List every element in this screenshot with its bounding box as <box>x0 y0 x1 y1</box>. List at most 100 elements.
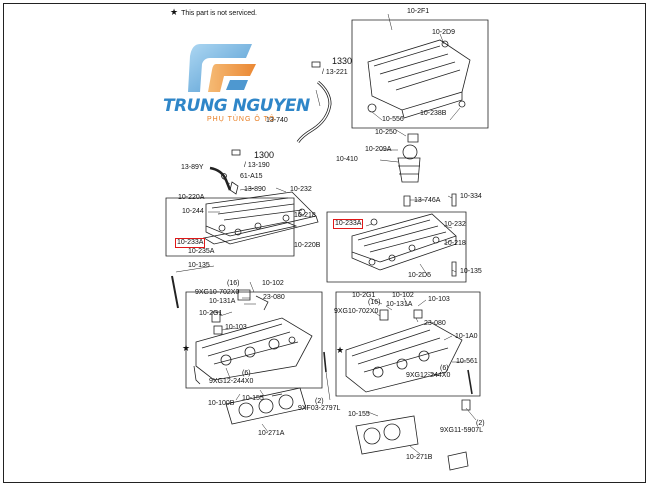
label-10-271a: 10-271A <box>258 430 285 437</box>
label-10-103-left: 10-103 <box>225 324 247 331</box>
logo-subtitle: PHỤ TÙNG Ô TÔ <box>207 116 276 123</box>
label-10-155-right: 10-155 <box>348 411 370 418</box>
label-star-right: ★ <box>336 345 345 355</box>
label-2-left: (2) <box>315 398 324 405</box>
pcv-valve-13-746a <box>403 195 411 207</box>
trung-nguyen-logo-icon <box>188 44 256 92</box>
part-10-103-left <box>213 325 223 335</box>
label-10-103-right: 10-103 <box>428 296 450 303</box>
label-10-410: 10-410 <box>336 156 358 163</box>
not-serviced-note: ★This part is not serviced. <box>170 7 257 18</box>
label-6-left: (6) <box>242 370 251 377</box>
seal-10-233a-right <box>370 218 378 226</box>
logo-name: TRUNG NGUYEN <box>163 96 310 116</box>
label-1330: 1330 <box>332 56 353 66</box>
label-10-2d9: 10-2D9 <box>432 29 455 36</box>
label-10-233a-left: 10-233A <box>175 238 206 248</box>
head-gasket-right <box>355 415 419 455</box>
right-cover-frame <box>326 211 467 283</box>
star-icon: ★ <box>170 7 179 17</box>
label-9xg11: 9XG11-5907L <box>440 427 484 434</box>
oil-filler-cap <box>402 144 418 160</box>
label-10-235a: 10-235A <box>188 248 215 255</box>
label-star-left: ★ <box>182 343 191 353</box>
diagram-border <box>3 3 646 483</box>
label-10-220a: 10-220A <box>178 194 205 201</box>
label-10-218-right: 10-218 <box>444 240 466 247</box>
label-10-220b: 10-220B <box>294 242 321 249</box>
left-cylinder-head <box>195 317 313 381</box>
label-2-right: (2) <box>476 420 485 427</box>
label-23-080-left: 23-080 <box>263 294 285 301</box>
label-10-561: 10-561 <box>456 358 478 365</box>
stud-10-334 <box>451 193 457 207</box>
left-cover-gasket <box>202 221 298 245</box>
right-cylinder-head <box>345 321 463 393</box>
label-10-232-right: 10-232 <box>444 221 466 228</box>
label-9xf03: 9XF03-2797L <box>298 405 341 412</box>
label-10-218-left: 10-218 <box>294 212 316 219</box>
stud-10-135-right <box>451 261 457 277</box>
label-16-left: (16) <box>227 280 240 287</box>
label-10-102-right: 10-102 <box>392 292 414 299</box>
label-9xg10-right: 9XG10-702X0 <box>334 308 379 315</box>
label-9xg12-right: 9XG12-244X0 <box>406 372 451 379</box>
label-10-131a-right: 10-131A <box>386 301 413 308</box>
label-10-238b: 10-238B <box>420 110 447 117</box>
left-valve-cover <box>205 191 317 237</box>
label-13-890: 13-890 <box>244 186 266 193</box>
label-10-102-left: 10-102 <box>262 280 284 287</box>
head-gasket-left <box>225 387 307 425</box>
bolt-10-2d9 <box>441 40 449 48</box>
label-61-a15: 61-A15 <box>240 173 263 180</box>
label-10-100b: 10-100B <box>208 400 235 407</box>
label-10-556: 10-556 <box>382 116 404 123</box>
grommet-10-238b <box>458 100 466 108</box>
right-head-frame <box>335 291 481 397</box>
label-10-233a-right: 10-233A <box>333 219 364 229</box>
label-10-2g1-right: 10-2G1 <box>352 292 376 299</box>
label-13-746a: 13-746A <box>414 197 441 204</box>
lifter-10-2g1-right <box>379 309 389 321</box>
breather-hose-13-89y <box>209 166 232 191</box>
tag-10-271b-icon <box>447 451 469 471</box>
lifter-10-2g1-left <box>211 311 221 323</box>
engine-cover-part <box>367 39 471 111</box>
label-10-250: 10-250 <box>375 129 397 136</box>
note-text: This part is not serviced. <box>181 10 257 17</box>
label-10-271b: 10-271B <box>406 454 433 461</box>
label-10-131a-left: 10-131A <box>209 298 236 305</box>
label-10-334: 10-334 <box>460 193 482 200</box>
label-10-2g1-left: 10-2G1 <box>199 310 223 317</box>
tag-1300-icon <box>231 149 241 156</box>
label-16-right: (16) <box>368 299 381 306</box>
label-10-135-right: 10-135 <box>460 268 482 275</box>
part-10-103-right <box>413 309 423 319</box>
label-6-right: (6) <box>440 365 449 372</box>
pcv-valve-61-a15 <box>229 181 239 195</box>
label-10-2f1: 10-2F1 <box>407 8 430 15</box>
label-9xg12-left: 9XG12-244X0 <box>209 378 254 385</box>
label-13-190: / 13-190 <box>244 162 270 169</box>
label-10-232-left: 10-232 <box>290 186 312 193</box>
engine-cover-frame <box>351 19 489 129</box>
label-10-1a0: 10-1A0 <box>455 333 478 340</box>
label-10-244: 10-244 <box>182 208 204 215</box>
dowel-10-561 <box>461 399 471 411</box>
label-1300: 1300 <box>254 150 275 160</box>
label-10-155-left: 10-155 <box>242 395 264 402</box>
grommet-10-556 <box>367 103 377 113</box>
label-13-89y: 13-89Y <box>181 164 204 171</box>
pcv-hose <box>296 80 332 143</box>
label-23-080-right: 23-080 <box>424 320 446 327</box>
right-valve-cover <box>351 213 457 263</box>
stud-10-135-left <box>171 275 179 309</box>
left-head-frame <box>185 291 323 389</box>
tag-1330-icon <box>311 61 321 68</box>
oil-filler-neck <box>397 157 421 183</box>
label-13-221: / 13-221 <box>322 69 348 76</box>
label-10-209a: 10-209A <box>365 146 392 153</box>
label-9xg10-left: 9XG10-702X0 <box>195 289 240 296</box>
